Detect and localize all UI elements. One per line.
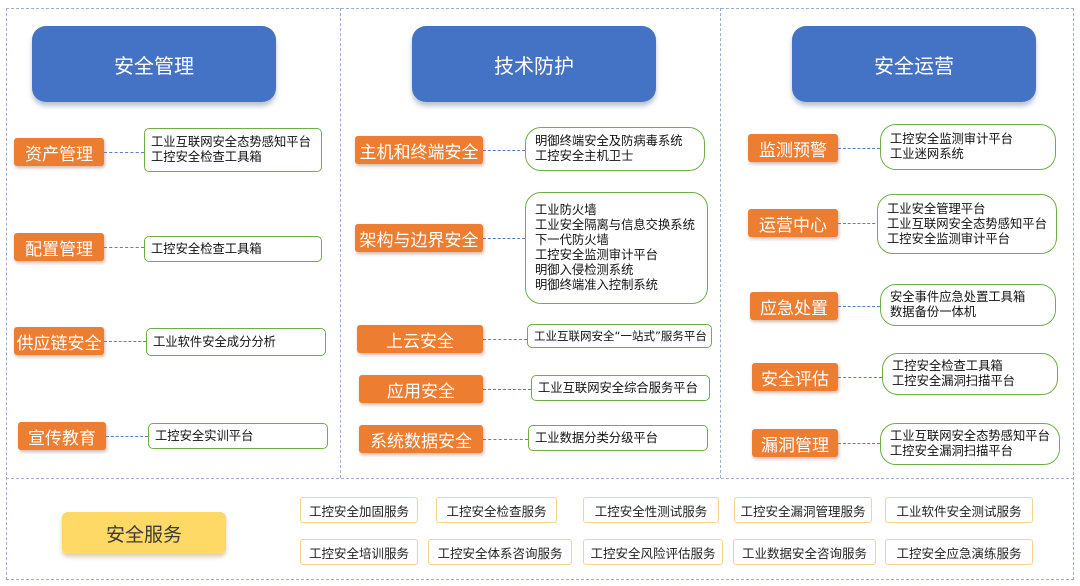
product-item: 工控安全漏洞扫描平台 — [890, 444, 1013, 458]
column-divider-2 — [720, 8, 721, 478]
product-item: 工业安全管理平台 — [887, 201, 986, 216]
service-item: 工控安全风险评估服务 — [583, 539, 723, 565]
product-box: 工控安全检查工具箱 — [144, 236, 322, 262]
category-asset-management: 资产管理 — [14, 138, 104, 166]
product-box: 工控安全检查工具箱 工控安全漏洞扫描平台 — [882, 353, 1058, 395]
product-item: 工业防火墙 — [535, 203, 597, 217]
category-education: 宣传教育 — [18, 422, 106, 450]
connector — [483, 339, 527, 340]
category-cloud-security: 上云安全 — [357, 325, 483, 353]
connector — [104, 152, 144, 153]
service-item: 工控安全检查服务 — [436, 497, 557, 523]
security-services-label: 安全服务 — [62, 512, 226, 554]
product-item: 安全事件应急处置工具箱 — [890, 290, 1026, 304]
header-security-management: 安全管理 — [32, 26, 276, 102]
category-host-terminal: 主机和终端安全 — [355, 136, 483, 164]
product-item: 工控安全检查工具箱 — [892, 359, 1003, 373]
product-box: 工业软件安全成分分析 — [146, 328, 326, 356]
product-item: 工控安全检查工具箱 — [151, 241, 262, 256]
header-technical-protection: 技术防护 — [412, 26, 656, 102]
product-item: 工业数据分类分级平台 — [535, 430, 658, 445]
product-box: 工控安全监测审计平台 工业迷网系统 — [880, 124, 1056, 170]
product-box: 工业互联网安全“一站式”服务平台 — [527, 324, 712, 348]
category-boundary-security: 架构与边界安全 — [355, 224, 483, 252]
product-box: 工业互联网安全综合服务平台 — [531, 375, 710, 401]
product-box: 工业互联网安全态势感知平台 工控安全检查工具箱 — [144, 128, 322, 172]
service-item: 工控安全加固服务 — [300, 497, 418, 523]
product-box: 工业防火墙 工业安全隔离与信息交换系统 下一代防火墙 工控安全监测审计平台 明御… — [525, 192, 708, 304]
connector — [483, 238, 525, 239]
category-operations-center: 运营中心 — [748, 209, 838, 237]
connector — [838, 223, 880, 224]
service-item: 工业数据安全咨询服务 — [733, 539, 876, 565]
outer-frame — [6, 8, 1074, 580]
product-item: 明御终端准入控制系统 — [535, 278, 658, 292]
connector — [838, 306, 880, 307]
service-item: 工控安全应急演练服务 — [885, 539, 1033, 565]
product-item: 明御入侵检测系统 — [535, 263, 634, 277]
product-item: 工业互联网安全“一站式”服务平台 — [534, 328, 707, 343]
product-item: 工控安全监测审计平台 — [887, 231, 1010, 246]
product-item: 工业互联网安全态势感知平台 — [890, 429, 1050, 443]
product-item: 工控安全监测审计平台 — [890, 132, 1013, 146]
product-item: 工业安全隔离与信息交换系统 — [535, 218, 695, 232]
category-emergency-response: 应急处置 — [750, 292, 838, 320]
product-box: 安全事件应急处置工具箱 数据备份一体机 — [880, 284, 1056, 326]
category-supply-chain: 供应链安全 — [14, 327, 104, 355]
product-item: 工控安全主机卫士 — [535, 149, 634, 163]
product-item: 下一代防火墙 — [535, 233, 609, 247]
product-box: 工业安全管理平台 工业互联网安全态势感知平台 工控安全监测审计平台 — [877, 194, 1057, 254]
connector — [483, 439, 528, 440]
category-vulnerability-management: 漏洞管理 — [752, 429, 838, 457]
category-monitoring-warning: 监测预警 — [748, 134, 838, 162]
category-config-management: 配置管理 — [14, 233, 104, 261]
connector — [104, 247, 144, 248]
product-item: 数据备份一体机 — [890, 305, 977, 319]
connector — [483, 150, 525, 151]
connector — [838, 377, 882, 378]
column-divider-1 — [340, 8, 341, 478]
connector — [106, 436, 148, 437]
product-box: 工业互联网安全态势感知平台 工控安全漏洞扫描平台 — [880, 423, 1060, 465]
product-item: 工业互联网安全综合服务平台 — [538, 380, 698, 395]
service-item: 工控安全体系咨询服务 — [428, 539, 572, 565]
category-system-data-security: 系统数据安全 — [359, 425, 483, 453]
service-item: 工控安全漏洞管理服务 — [734, 497, 872, 523]
product-item: 工控安全实训平台 — [155, 428, 254, 443]
category-application-security: 应用安全 — [359, 375, 483, 403]
product-item: 工控安全漏洞扫描平台 — [892, 374, 1015, 388]
product-item: 工业互联网安全态势感知平台 — [151, 135, 311, 149]
service-item: 工控安全性测试服务 — [583, 497, 719, 523]
product-item: 工业迷网系统 — [890, 147, 964, 161]
header-security-operations: 安全运营 — [792, 26, 1036, 102]
product-item: 工业互联网安全态势感知平台 — [887, 216, 1047, 231]
product-box: 工控安全实训平台 — [148, 423, 328, 449]
connector — [483, 389, 531, 390]
connector — [838, 443, 880, 444]
service-item: 工控安全培训服务 — [300, 539, 418, 565]
connector — [838, 148, 880, 149]
connector — [104, 341, 146, 342]
services-divider — [6, 478, 1074, 479]
product-item: 工控安全检查工具箱 — [151, 150, 262, 164]
product-box: 明御终端安全及防病毒系统 工控安全主机卫士 — [525, 127, 705, 171]
product-item: 工业软件安全成分分析 — [153, 334, 276, 349]
product-item: 明御终端安全及防病毒系统 — [535, 134, 683, 148]
product-item: 工控安全监测审计平台 — [535, 248, 658, 262]
product-box: 工业数据分类分级平台 — [528, 425, 708, 451]
category-security-assessment: 安全评估 — [752, 363, 838, 391]
service-item: 工业软件安全测试服务 — [885, 497, 1033, 523]
